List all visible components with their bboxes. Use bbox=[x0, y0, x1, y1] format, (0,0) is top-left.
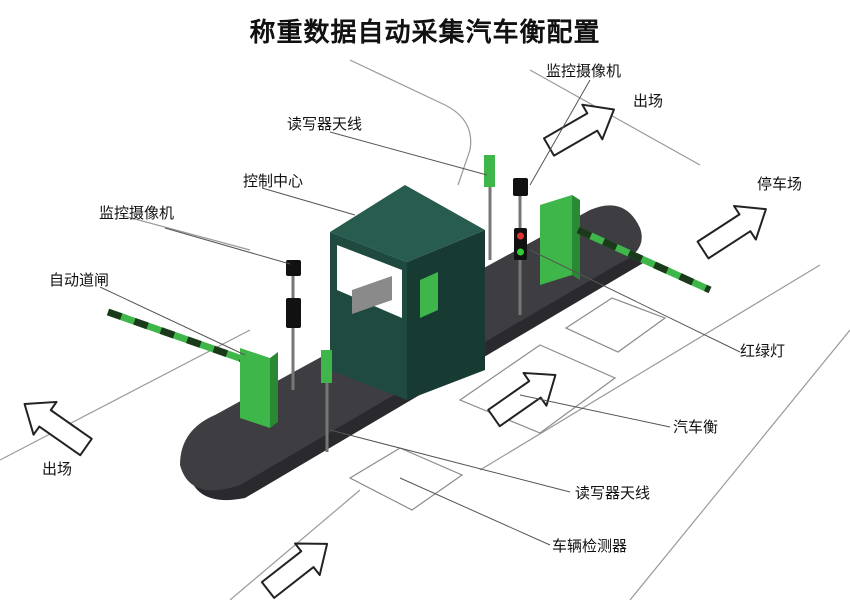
barrier-gate-left bbox=[106, 308, 278, 428]
camera-left bbox=[286, 260, 301, 390]
arrow-parking-icon bbox=[696, 204, 767, 260]
label-exit-top: 出场 bbox=[633, 92, 664, 110]
antenna-front bbox=[321, 350, 332, 452]
booth-reader-panel bbox=[420, 272, 438, 318]
ground-pads bbox=[348, 297, 667, 511]
booth-front-right bbox=[407, 230, 485, 400]
diagram-title: 称重数据自动采集汽车衡配置 bbox=[249, 18, 601, 48]
road-line-right-a bbox=[479, 264, 821, 471]
arrow-entry-scale-icon bbox=[487, 371, 557, 428]
leader-camera-left bbox=[164, 227, 291, 265]
label-vehicle-detector: 车辆检测器 bbox=[552, 537, 628, 555]
scale-pad bbox=[458, 344, 617, 434]
road-line-right-b bbox=[629, 329, 850, 600]
road-lines bbox=[0, 59, 850, 600]
label-traffic-light: 红绿灯 bbox=[740, 342, 786, 360]
detector-pad bbox=[348, 447, 464, 511]
label-camera-left: 监控摄像机 bbox=[99, 204, 175, 222]
camera-top-unit bbox=[513, 178, 528, 196]
label-camera-top: 监控摄像机 bbox=[546, 62, 622, 80]
booth-roof bbox=[330, 185, 485, 262]
leader-antenna-bottom bbox=[329, 429, 571, 493]
control-booth bbox=[330, 185, 485, 400]
arrow-exit-left-icon bbox=[23, 400, 93, 457]
leader-traffic-light bbox=[529, 249, 741, 353]
label-auto-gate: 自动道闸 bbox=[49, 271, 110, 289]
arrow-entry-bottom-icon bbox=[260, 542, 329, 599]
label-antenna-top: 读写器天线 bbox=[287, 115, 363, 133]
leader-control-center bbox=[261, 187, 356, 216]
leader-lines bbox=[99, 79, 741, 546]
label-control-center: 控制中心 bbox=[243, 172, 304, 190]
road-curve-line bbox=[349, 59, 472, 186]
label-parking-lot: 停车场 bbox=[757, 175, 803, 193]
road-line-left-b bbox=[0, 329, 251, 461]
leader-truck-scale bbox=[519, 394, 671, 428]
booth-equipment-box bbox=[352, 276, 392, 314]
leader-camera-top bbox=[529, 79, 591, 186]
barrier-gate-right bbox=[540, 195, 712, 294]
label-exit-bottom: 出场 bbox=[42, 460, 73, 478]
leader-auto-gate bbox=[99, 286, 246, 356]
pad-right bbox=[564, 297, 667, 353]
arrow-exit-top-icon bbox=[543, 103, 615, 157]
leader-vehicle-detector bbox=[399, 477, 551, 546]
label-antenna-bottom: 读写器天线 bbox=[575, 484, 651, 502]
road-line-left-a bbox=[119, 214, 251, 251]
road-line-bottom bbox=[229, 489, 361, 600]
flow-arrows bbox=[23, 103, 767, 599]
traffic-light bbox=[513, 178, 528, 315]
leader-antenna-top bbox=[329, 131, 488, 176]
label-truck-scale: 汽车衡 bbox=[673, 418, 719, 436]
road-line-top-right bbox=[529, 69, 701, 166]
antenna-top bbox=[484, 155, 495, 260]
